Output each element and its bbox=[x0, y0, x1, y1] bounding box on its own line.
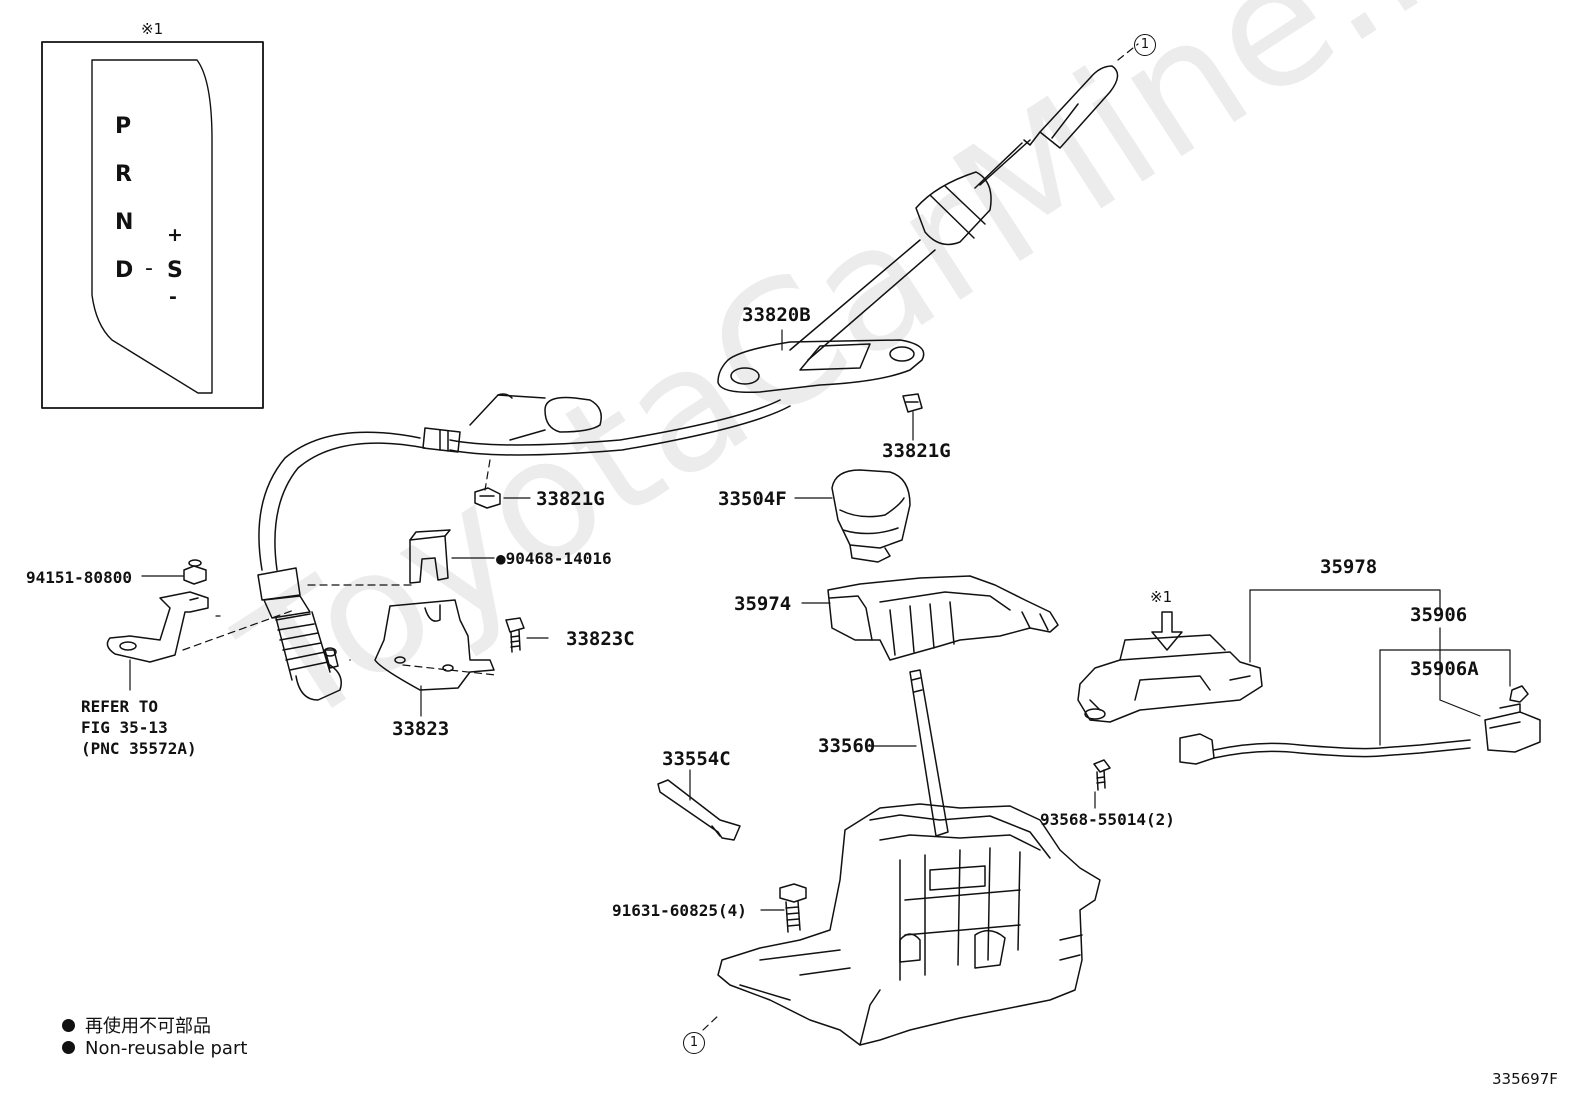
label-33823: 33823 bbox=[392, 718, 450, 740]
gear-s: S bbox=[167, 258, 183, 283]
label-35906A: 35906A bbox=[1410, 658, 1479, 680]
gear-n: N bbox=[115, 210, 134, 235]
nut-33821G-a bbox=[474, 487, 501, 509]
legend-text-en: Non-reusable part bbox=[85, 1038, 248, 1059]
gear-p: P bbox=[115, 114, 132, 139]
bolt-33823C bbox=[505, 617, 525, 653]
label-33554C: 33554C bbox=[662, 748, 731, 770]
label-33504F: 33504F bbox=[718, 488, 787, 510]
inset-ref-mark: ※1 bbox=[141, 20, 164, 38]
bolt-91631 bbox=[779, 883, 807, 933]
gear-minus: - bbox=[169, 286, 177, 308]
label-33823C: 33823C bbox=[566, 628, 635, 650]
label-35974: 35974 bbox=[734, 593, 792, 615]
switch-35978 bbox=[1077, 634, 1263, 723]
label-35978: 35978 bbox=[1320, 556, 1378, 578]
strip-33554C bbox=[657, 779, 741, 841]
legend-text-ja: 再使用不可部品 bbox=[85, 1016, 211, 1037]
housing-35974 bbox=[827, 575, 1059, 661]
gear-plus: + bbox=[167, 224, 183, 246]
arrow-down-icon bbox=[1151, 611, 1183, 651]
label-refer-line2: FIG 35-13 bbox=[81, 718, 168, 737]
inset-frame bbox=[41, 41, 264, 409]
gear-dash: - bbox=[145, 256, 153, 281]
shift-knob-33504F bbox=[831, 469, 911, 563]
clip-33821G-b bbox=[902, 393, 923, 413]
circle-ref-top: 1 bbox=[1134, 34, 1156, 56]
gear-r: R bbox=[115, 162, 132, 187]
shift-base-assembly bbox=[717, 803, 1101, 1046]
label-refer-line3: (PNC 35572A) bbox=[81, 739, 197, 758]
harness-35906 bbox=[1179, 685, 1541, 765]
label-94151-80800: 94151-80800 bbox=[26, 568, 132, 587]
label-33820B: 33820B bbox=[742, 304, 811, 326]
lock-90468 bbox=[409, 529, 451, 584]
gear-d: D bbox=[115, 258, 134, 283]
label-33821G-b: 33821G bbox=[882, 440, 951, 462]
shift-cable-33820B bbox=[257, 65, 1119, 701]
bullet-dot-icon bbox=[62, 1018, 75, 1032]
figure-id: 335697F bbox=[1492, 1070, 1558, 1088]
label-91631-60825: 91631-60825(4) bbox=[612, 901, 747, 920]
circle-ref-bottom: 1 bbox=[683, 1032, 705, 1054]
bracket-left bbox=[106, 591, 209, 663]
label-90468-14016: ●90468-14016 bbox=[496, 549, 612, 568]
shift-lever-33560 bbox=[909, 669, 949, 837]
bracket-33823 bbox=[374, 599, 495, 691]
legend-line-ja: 再使用不可部品 bbox=[62, 1012, 211, 1038]
leader-lines bbox=[129, 329, 1511, 911]
label-ref-mark-switch: ※1 bbox=[1150, 588, 1173, 606]
bolt-93568 bbox=[1093, 759, 1111, 791]
bullet-dot-icon bbox=[62, 1040, 75, 1054]
label-refer-line1: REFER TO bbox=[81, 697, 159, 716]
legend-line-en: Non-reusable part bbox=[62, 1038, 247, 1059]
label-35906: 35906 bbox=[1410, 604, 1468, 626]
dashed-leaders bbox=[182, 43, 1139, 1031]
label-33560: 33560 bbox=[818, 735, 876, 757]
label-93568-55014: 93568-55014(2) bbox=[1040, 810, 1175, 829]
nut-94151 bbox=[183, 559, 207, 585]
label-33821G-a: 33821G bbox=[536, 488, 605, 510]
